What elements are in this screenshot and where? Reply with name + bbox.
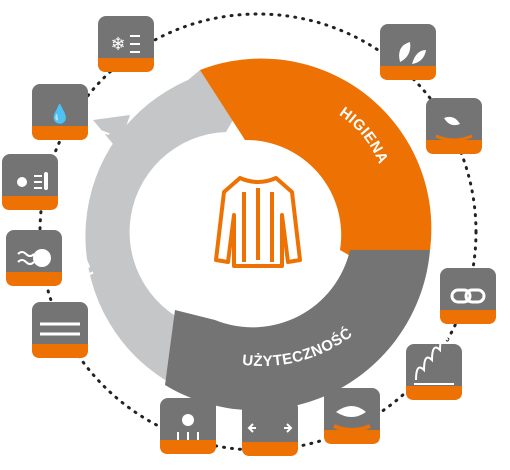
segment-thermoregulation (85, 70, 240, 380)
segment-hygiene (200, 58, 432, 270)
segment-usability (165, 250, 430, 411)
feature-tile-sun-heat-arrows (160, 398, 216, 454)
leaves-fresh-icon (399, 42, 426, 64)
feature-tile-feathers-hand (426, 98, 482, 154)
feather-soft-icon (333, 406, 371, 432)
feature-tile-fabric-layers (32, 302, 88, 358)
feature-tile-moisture-drops: 💧 (32, 84, 88, 140)
svg-text:💧: 💧 (49, 103, 71, 124)
fabric-layers-icon (40, 322, 80, 336)
long-sleeve-shirt-icon (214, 176, 302, 268)
feathers-hand-icon (435, 116, 473, 142)
chain-link-icon (450, 288, 486, 304)
snowflake-airflow-icon: ❄ (110, 34, 140, 54)
sun-heat-arrows-icon (177, 414, 199, 440)
feature-tile-chain-link (440, 268, 496, 324)
feature-tile-leaves-fresh (380, 24, 436, 80)
fan-air-icon (17, 249, 51, 267)
feature-tile-feather-soft (324, 388, 380, 444)
svg-text:❄: ❄ (110, 34, 125, 54)
feature-tile-sun-thermometer (2, 154, 58, 210)
moisture-drops-icon: 💧 (49, 103, 71, 124)
stretch-arrows-icon (247, 423, 293, 433)
feature-tile-stretch-arrows (242, 400, 298, 456)
thermo-arrow-tip (93, 115, 130, 150)
feature-tile-coil-spring (406, 336, 462, 400)
dotted-orbit (38, 12, 478, 452)
feature-tile-fan-air (6, 230, 62, 286)
sun-thermometer-icon (17, 172, 48, 190)
coil-spring-icon (414, 336, 454, 385)
feature-tile-snowflake-airflow: ❄ (98, 16, 154, 72)
